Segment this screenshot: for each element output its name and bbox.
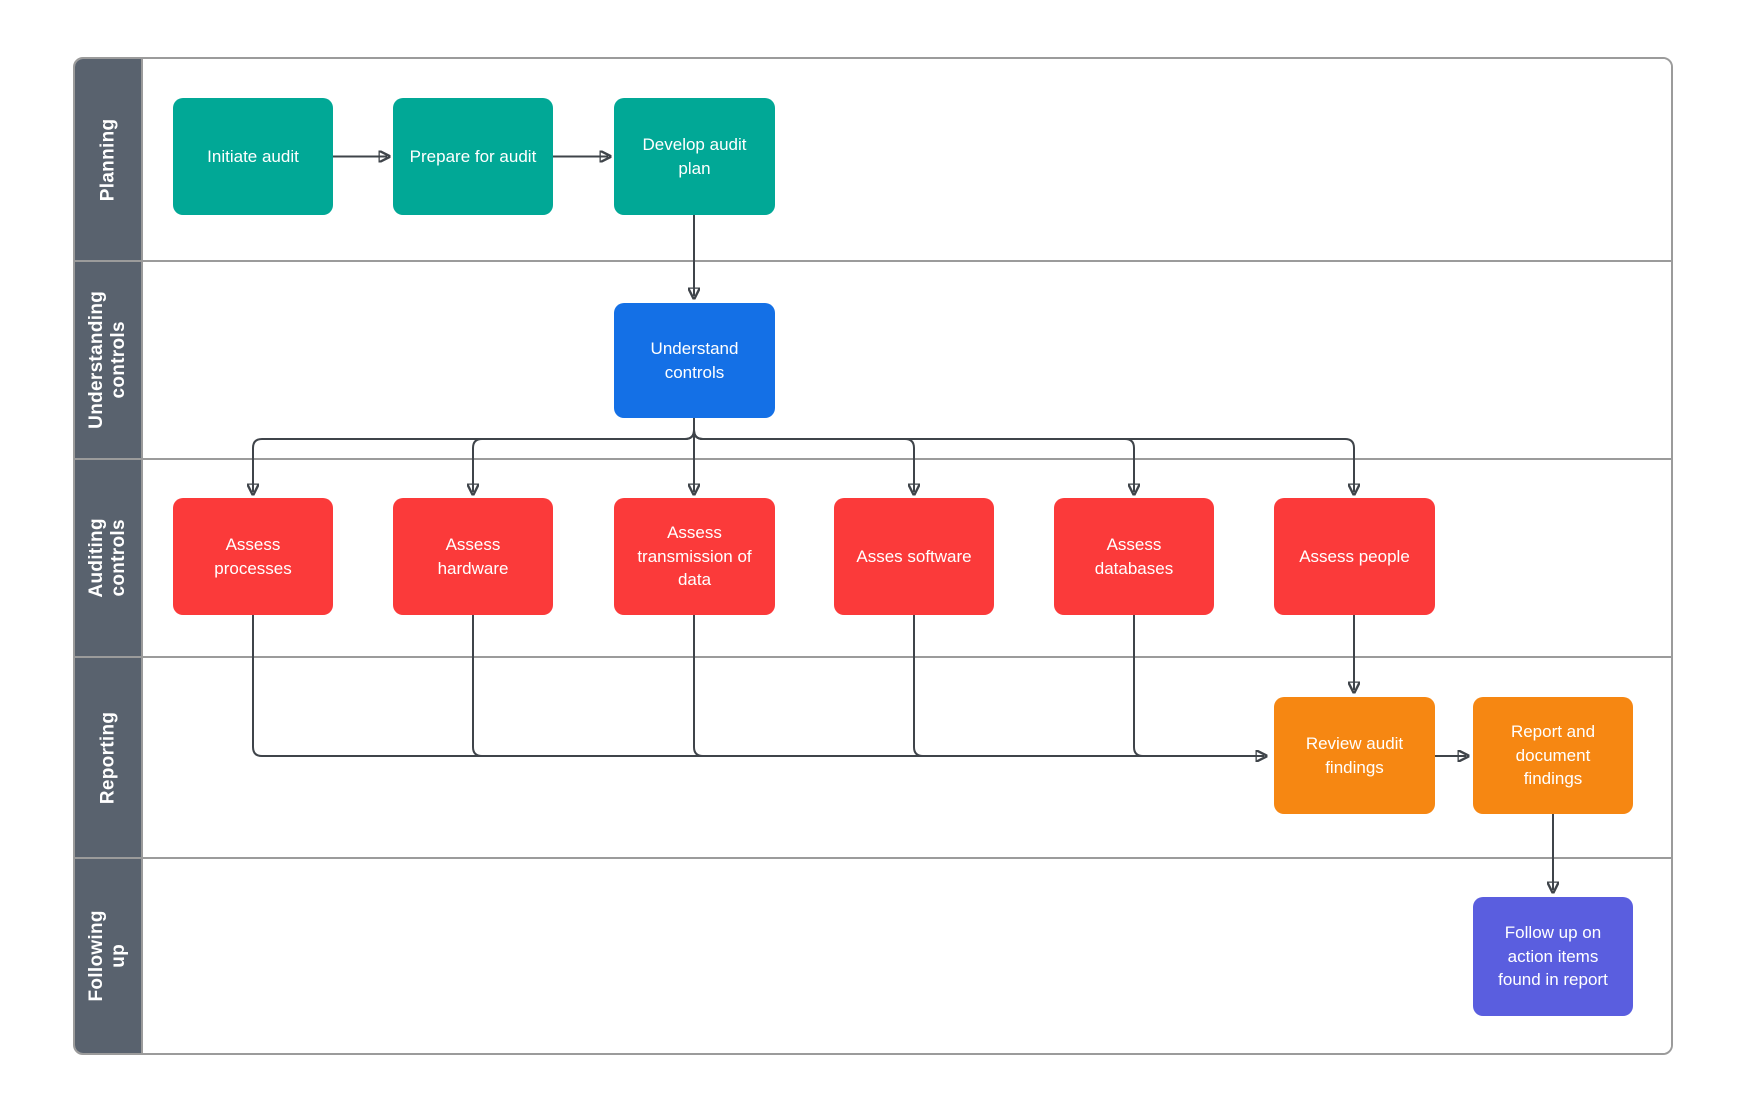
lane-body-planning [143,59,1671,260]
node-assess-processes[interactable]: Assess processes [173,498,333,615]
lane-body-following-up [143,859,1671,1053]
node-asses-software[interactable]: Asses software [834,498,994,615]
lane-understanding-controls: Understanding controls [75,262,1671,460]
lane-label-planning: Planning [97,118,119,201]
node-initiate-audit[interactable]: Initiate audit [173,98,333,215]
lane-label-reporting: Reporting [97,711,119,804]
node-report-and-document-findings[interactable]: Report and document findings [1473,697,1633,814]
lane-label-understanding-controls: Understanding controls [86,291,129,429]
lane-label-following-up: Following up [86,910,130,1002]
lane-header-reporting: Reporting [75,658,143,857]
node-assess-databases[interactable]: Assess databases [1054,498,1214,615]
lane-header-planning: Planning [75,59,143,260]
lane-body-understanding-controls [143,262,1671,458]
lane-following-up: Following up [75,859,1671,1053]
lane-label-auditing-controls: Auditing controls [86,518,129,598]
node-assess-hardware[interactable]: Assess hardware [393,498,553,615]
lane-body-reporting [143,658,1671,857]
node-review-audit-findings[interactable]: Review audit findings [1274,697,1435,814]
node-understand-controls[interactable]: Understand controls [614,303,775,418]
lane-header-understanding-controls: Understanding controls [75,262,143,458]
lane-header-auditing-controls: Auditing controls [75,460,143,656]
lane-header-following-up: Following up [75,859,143,1053]
node-follow-up-on-action-items[interactable]: Follow up on action items found in repor… [1473,897,1633,1016]
node-assess-people[interactable]: Assess people [1274,498,1435,615]
node-develop-audit-plan[interactable]: Develop audit plan [614,98,775,215]
node-prepare-for-audit[interactable]: Prepare for audit [393,98,553,215]
node-assess-transmission-of-data[interactable]: Assess transmission of data [614,498,775,615]
